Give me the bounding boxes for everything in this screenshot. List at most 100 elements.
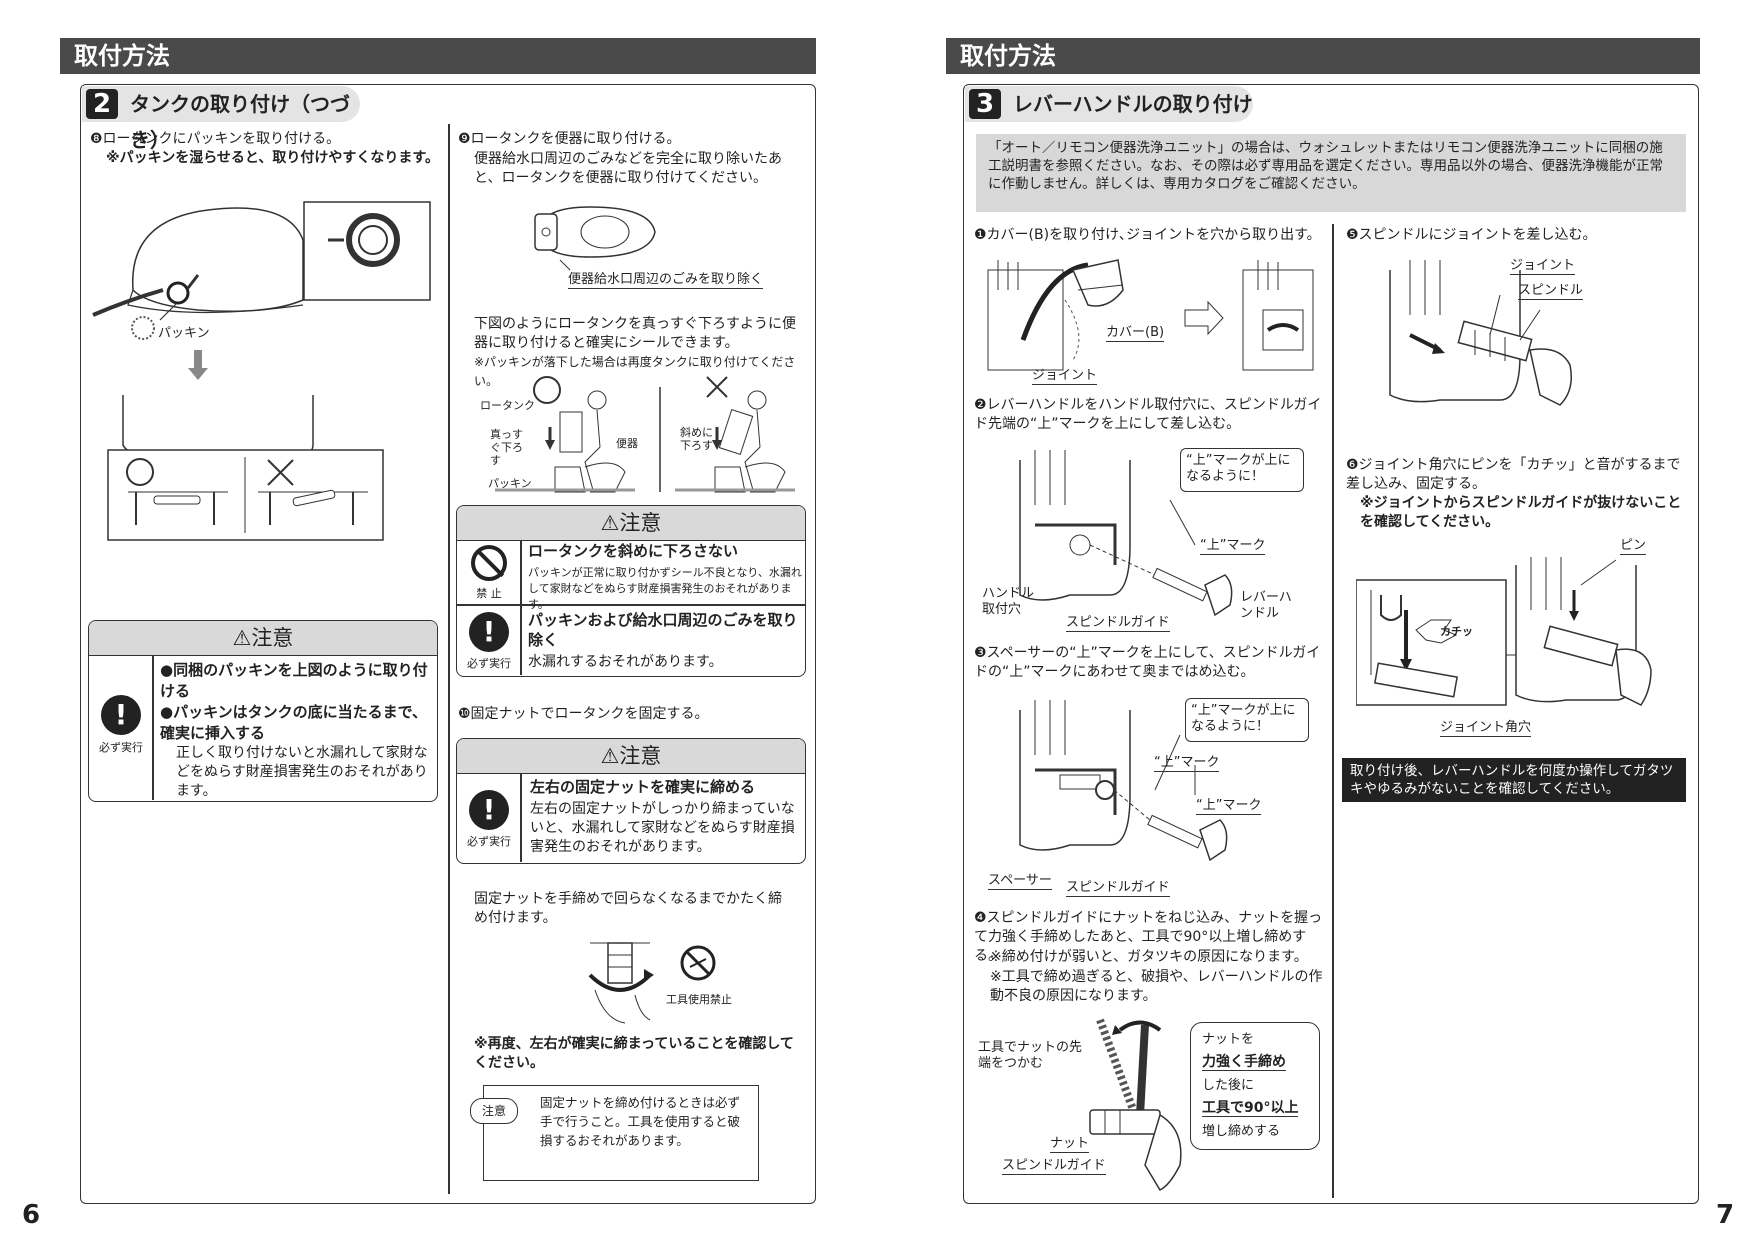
label-click: カチッ [1440,625,1473,638]
label-cover-b: カバー(B) [1106,325,1165,342]
label-nut: ナット [1050,1136,1090,1153]
caution-2-icon-1-label: 禁 止 [476,587,502,600]
step2-text: ❷レバーハンドルをハンドル取付穴に、スピンドルガイド先端の“上”マークを上にして… [974,397,1322,432]
label-lowtank: ロータンク [480,399,535,412]
step10-note: ※再度、左右が確実に締まっていることを確認してください。 [474,1036,794,1071]
section-title: タンクの取り付け（つづき） [130,92,350,152]
step9-title: ❾ロータンクを便器に取り付ける。 [458,131,681,147]
lever-insert-illustration [1019,450,1233,617]
label-remove-dust: 便器給水口周辺のごみを取り除く [568,272,764,289]
caution-2-icon-cell-2: ! 必ず実行 [460,612,518,671]
caution-1-icon-label: 必ず実行 [99,741,143,754]
info-box: 「オート／リモコン便器洗浄ユニット」の場合は、ウォシュレットまたはリモコン便器洗… [976,134,1686,212]
caution-box-3: ⚠注意 [456,738,806,864]
caution-2-icon-2-label: 必ず実行 [467,657,511,670]
callout-line-2: 力強く手締め [1202,1054,1286,1071]
note-badge-label: 注意 [481,1104,506,1118]
caution-3-divider [520,773,522,862]
note-box-text: 固定ナットを締め付けるときは必ず手で行うこと。工具を使用すると破損するおそれがあ… [540,1095,741,1148]
caution-2-text-1: パッキンが正常に取り付かずシール不良となり、水漏れして家財などをぬらす財産損害発… [528,566,802,611]
right-header: 取付方法 [946,38,1700,74]
caution-1-text: 正しく取り付けないと水漏れして家財などをぬらす財産損害発生のおそれがあります。 [176,745,428,799]
bubble-2-text: “上”マークが上になるように！ [1191,703,1296,734]
tool-tighten-illustration [1089,1018,1182,1191]
label-spindle-guide-3: スピンドルガイド [1002,1158,1106,1175]
tank-packing-illustration [92,201,431,541]
caution-1-icon-cell: ! 必ず実行 [92,695,150,755]
caution-box-2: ⚠注意 [456,505,806,677]
caution-3-heading: ⚠注意 [457,739,805,774]
label-up-mark-2: “上”マーク [1154,755,1220,772]
section-title: レバーハンドルの取り付け [1013,92,1253,116]
step3-text: ❸スペーサーの“上”マークを上にして、スピンドルガイドの“上”マークにあわせて奥… [974,645,1321,680]
callout-line-3: した後に [1202,1078,1255,1093]
section-2-title-bar: 2 タンクの取り付け（つづき） [82,86,360,152]
callout-line-5: 増し締めする [1202,1124,1281,1139]
caution-2-text-2: 水漏れするおそれがあります。 [528,654,723,670]
step9-note: ※パッキンが落下した場合は再度タンクに取り付けてください。 [474,355,796,388]
right-frame [963,84,1699,1204]
hand-tighten-illustration [588,942,716,1024]
label-joint-2: ジョイント [1510,258,1576,275]
caution-2-heading-2: パッキンおよび給水口周辺のごみを取り除く [528,611,798,649]
label-packing-2: パッキン [488,477,532,490]
caution-2-heading: ⚠注意 [457,506,805,541]
label-packing: パッキン [158,326,210,341]
step6-note: ※ジョイントからスピンドルガイドが抜けないことを確認してください。 [1360,495,1682,530]
note-box [483,1085,759,1181]
label-straight: 真っすぐ下ろす [490,428,523,467]
joint-insert-illustration [1389,260,1572,406]
label-spindle-guide-2: スピンドルガイド [1066,880,1170,897]
spacer-illustration [1019,700,1228,862]
step9-text: 便器給水口周辺のごみなどを完全に取り除いたあと、ロータンクを便器に取り付けてくだ… [474,151,782,186]
caution-1-bullet-1: ●同梱のパッキンを上図のように取り付ける [160,661,428,700]
pin-insert-illustration [1356,557,1652,706]
step4-text: ❹スピンドルガイドにナットをねじ込み、ナットを握って力強く手締めしたあと、工具で… [974,910,1323,964]
caution-3-icon-label: 必ず実行 [467,835,511,848]
step1-text: ❶カバー(B)を取り付け､ジョイントを穴から取り出す。 [974,227,1321,243]
callout-line-1: ナットを [1202,1032,1255,1047]
label-up-mark-3: “上”マーク [1196,798,1262,815]
label-handle-hole: ハンドル取付穴 [982,586,1035,617]
right-page-number: 7 [1716,1200,1735,1230]
step10-title: ❿固定ナットでロータンクを固定する。 [458,706,709,722]
callout-line-4: 工具で90°以上 [1202,1100,1299,1117]
toilet-top-view-illustration [534,206,656,271]
left-page-number: 6 [22,1200,41,1230]
bubble-2 [1185,698,1309,742]
step4-note-1: ※締め付けが弱いと、ガタツキの原因になります。 [990,949,1308,965]
label-diagonal: 斜めに下ろす [680,426,713,452]
step4-note-2: ※工具で締め過ぎると、破損や、レバーハンドルの作動不良の原因になります。 [990,969,1323,1004]
step5-text: ❺スピンドルにジョイントを差し込む。 [1346,227,1597,243]
exclamation-icon: ! [101,695,141,735]
step10-text: 固定ナットを手締めで回らなくなるまでかたく締め付けます。 [474,891,782,926]
left-header: 取付方法 [60,38,816,74]
bubble-1-text: “上”マークが上になるように！ [1186,453,1291,484]
caution-1-bullet-2: ●パッキンはタンクの底に当たるまで、確実に挿入する [160,703,428,742]
label-joint-hole: ジョイント角穴 [1440,720,1532,737]
exclamation-icon: ! [469,612,509,652]
left-column-divider [448,124,450,1194]
caution-3-text: 左右の固定ナットがしっかり締まっていないと、水漏れして家財などをぬらす財産損害発… [530,801,795,855]
right-column-divider [1332,224,1334,1198]
label-joint: ジョイント [1032,368,1098,385]
caution-2-icon-cell-1: 禁 止 [460,545,518,601]
label-spacer: スペーサー [988,873,1052,890]
cover-joint-illustration [987,259,1314,371]
step8-note: ※パッキンを湿らせると、取り付けやすくなります。 [106,150,439,166]
exclamation-icon: ! [469,790,509,830]
label-spindle-guide: スピンドルガイド [1066,615,1170,632]
left-frame [80,84,816,1204]
caution-box-1: ⚠注意 [88,620,438,802]
label-lever-handle: レバーハンドル [1240,590,1292,621]
step6-text: ❻ジョイント角穴にピンを「カチッ」と音がするまで差し込み、固定する。 [1346,457,1681,492]
prohibited-icon [471,545,507,581]
label-tool-grip: 工具でナットの先端をつかむ [978,1040,1083,1071]
step8-title: ❽ロータンクにパッキンを取り付ける。 [90,131,341,147]
step9-text-2: 下図のようにロータンクを真っすぐ下ろすように便器に取り付けると確実にシールできま… [474,316,796,351]
section-number: 3 [969,89,1001,119]
section-3-title-bar: 3 レバーハンドルの取り付け [965,86,1253,122]
caution-2-divider [520,540,522,675]
label-no-tool: 工具使用禁止 [666,993,732,1006]
label-spindle: スピンドル [1518,283,1584,300]
